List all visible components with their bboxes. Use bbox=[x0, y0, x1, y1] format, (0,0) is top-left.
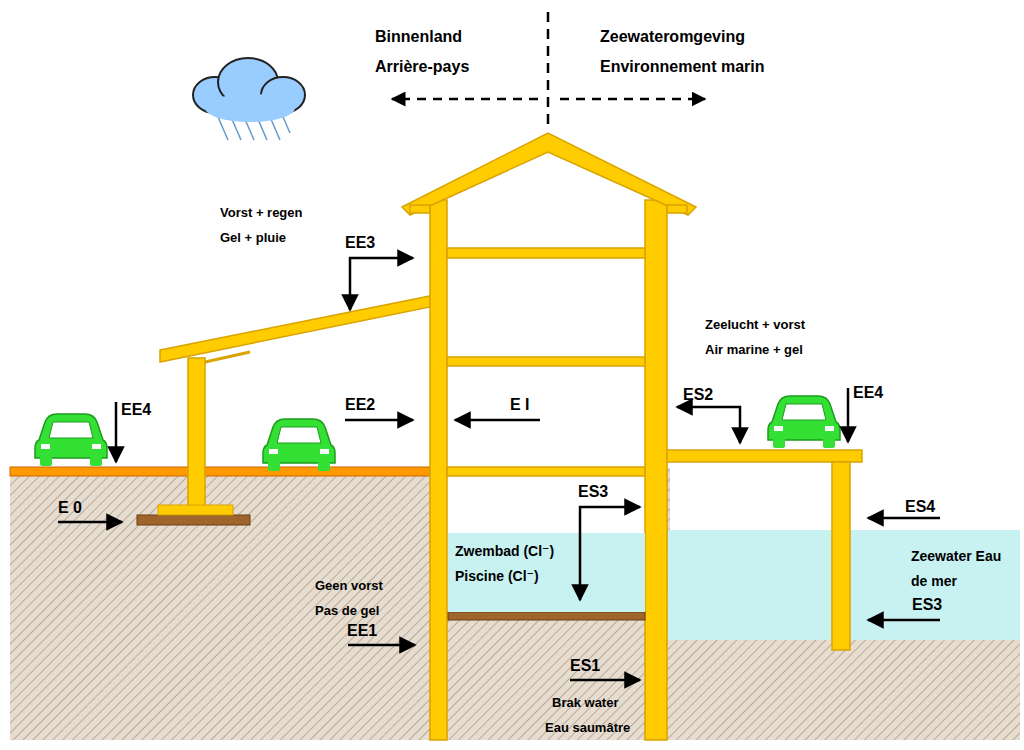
region-title: Arrière-pays bbox=[375, 58, 469, 76]
exposure-class: ES3 bbox=[578, 483, 608, 501]
condition-note: Air marine + gel bbox=[705, 341, 803, 359]
condition-note: Zeelucht + vorst bbox=[705, 316, 805, 334]
condition-note: Gel + pluie bbox=[220, 229, 286, 247]
condition-note: Pas de gel bbox=[315, 602, 379, 620]
condition-note: Brak water bbox=[552, 694, 618, 712]
exposure-class: E I bbox=[510, 396, 530, 414]
exposure-class: EE3 bbox=[345, 234, 375, 252]
exposure-class: ES3 bbox=[912, 596, 942, 614]
footing bbox=[137, 515, 250, 525]
exposure-class: E 0 bbox=[58, 499, 82, 517]
pool-water: Zwembad (Cl⁻) Piscine (Cl⁻) bbox=[448, 533, 645, 612]
region-label: Zwembad (Cl⁻) Piscine (Cl⁻) bbox=[455, 539, 583, 589]
basement-interior bbox=[447, 468, 645, 620]
exposure-class: EE4 bbox=[853, 384, 883, 402]
building bbox=[160, 133, 862, 740]
exposure-class: EE4 bbox=[121, 401, 151, 419]
condition-note: Vorst + regen bbox=[220, 204, 302, 222]
region-title: Zeewateromgeving bbox=[600, 28, 745, 46]
region-title: Environnement marin bbox=[600, 58, 764, 76]
car bbox=[768, 396, 840, 448]
road-surface bbox=[10, 467, 430, 476]
exposure-class: EE2 bbox=[345, 396, 375, 414]
rain-cloud bbox=[193, 58, 305, 140]
dashed-arrow bbox=[392, 98, 538, 101]
divider bbox=[547, 12, 550, 125]
condition-note: Eau saumâtre bbox=[545, 719, 630, 737]
exposure-class: ES1 bbox=[570, 657, 600, 675]
region-title: Binnenland bbox=[375, 28, 462, 46]
footing-pad bbox=[158, 505, 233, 515]
pool-floor bbox=[448, 612, 645, 620]
exposure-class: ES2 bbox=[683, 386, 713, 404]
car bbox=[263, 419, 335, 471]
dashed-arrow bbox=[560, 98, 705, 101]
exposure-class: ES4 bbox=[905, 498, 935, 516]
exposure-class: EE1 bbox=[347, 622, 377, 640]
soil bbox=[10, 468, 670, 740]
sea-water: Zeewater Eau de mer bbox=[668, 530, 1020, 640]
condition-note: Geen vorst bbox=[315, 577, 383, 595]
region-label: Zeewater Eau de mer bbox=[911, 544, 1016, 594]
sea-bed bbox=[670, 640, 1020, 740]
car bbox=[35, 414, 107, 466]
